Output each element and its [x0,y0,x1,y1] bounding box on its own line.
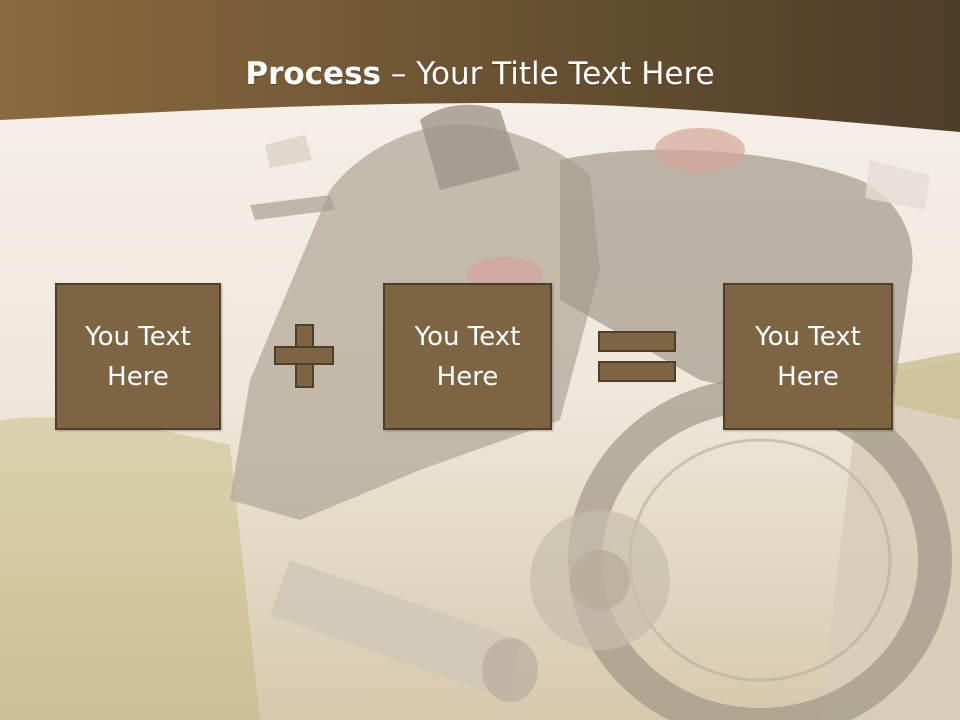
process-box-3-text: You Text Here [755,321,861,392]
process-box-2: You Text Here [383,283,552,430]
process-box-1: You Text Here [55,283,221,430]
plus-icon [274,324,334,388]
slide-title: Process – Your Title Text Here [0,52,960,96]
title-bold: Process [245,56,381,92]
process-box-1-text: You Text Here [85,321,191,392]
process-box-3: You Text Here [723,283,893,430]
title-band [0,0,960,132]
title-rest: – Your Title Text Here [381,56,715,92]
process-box-2-text: You Text Here [414,321,521,392]
equals-icon [598,331,676,383]
